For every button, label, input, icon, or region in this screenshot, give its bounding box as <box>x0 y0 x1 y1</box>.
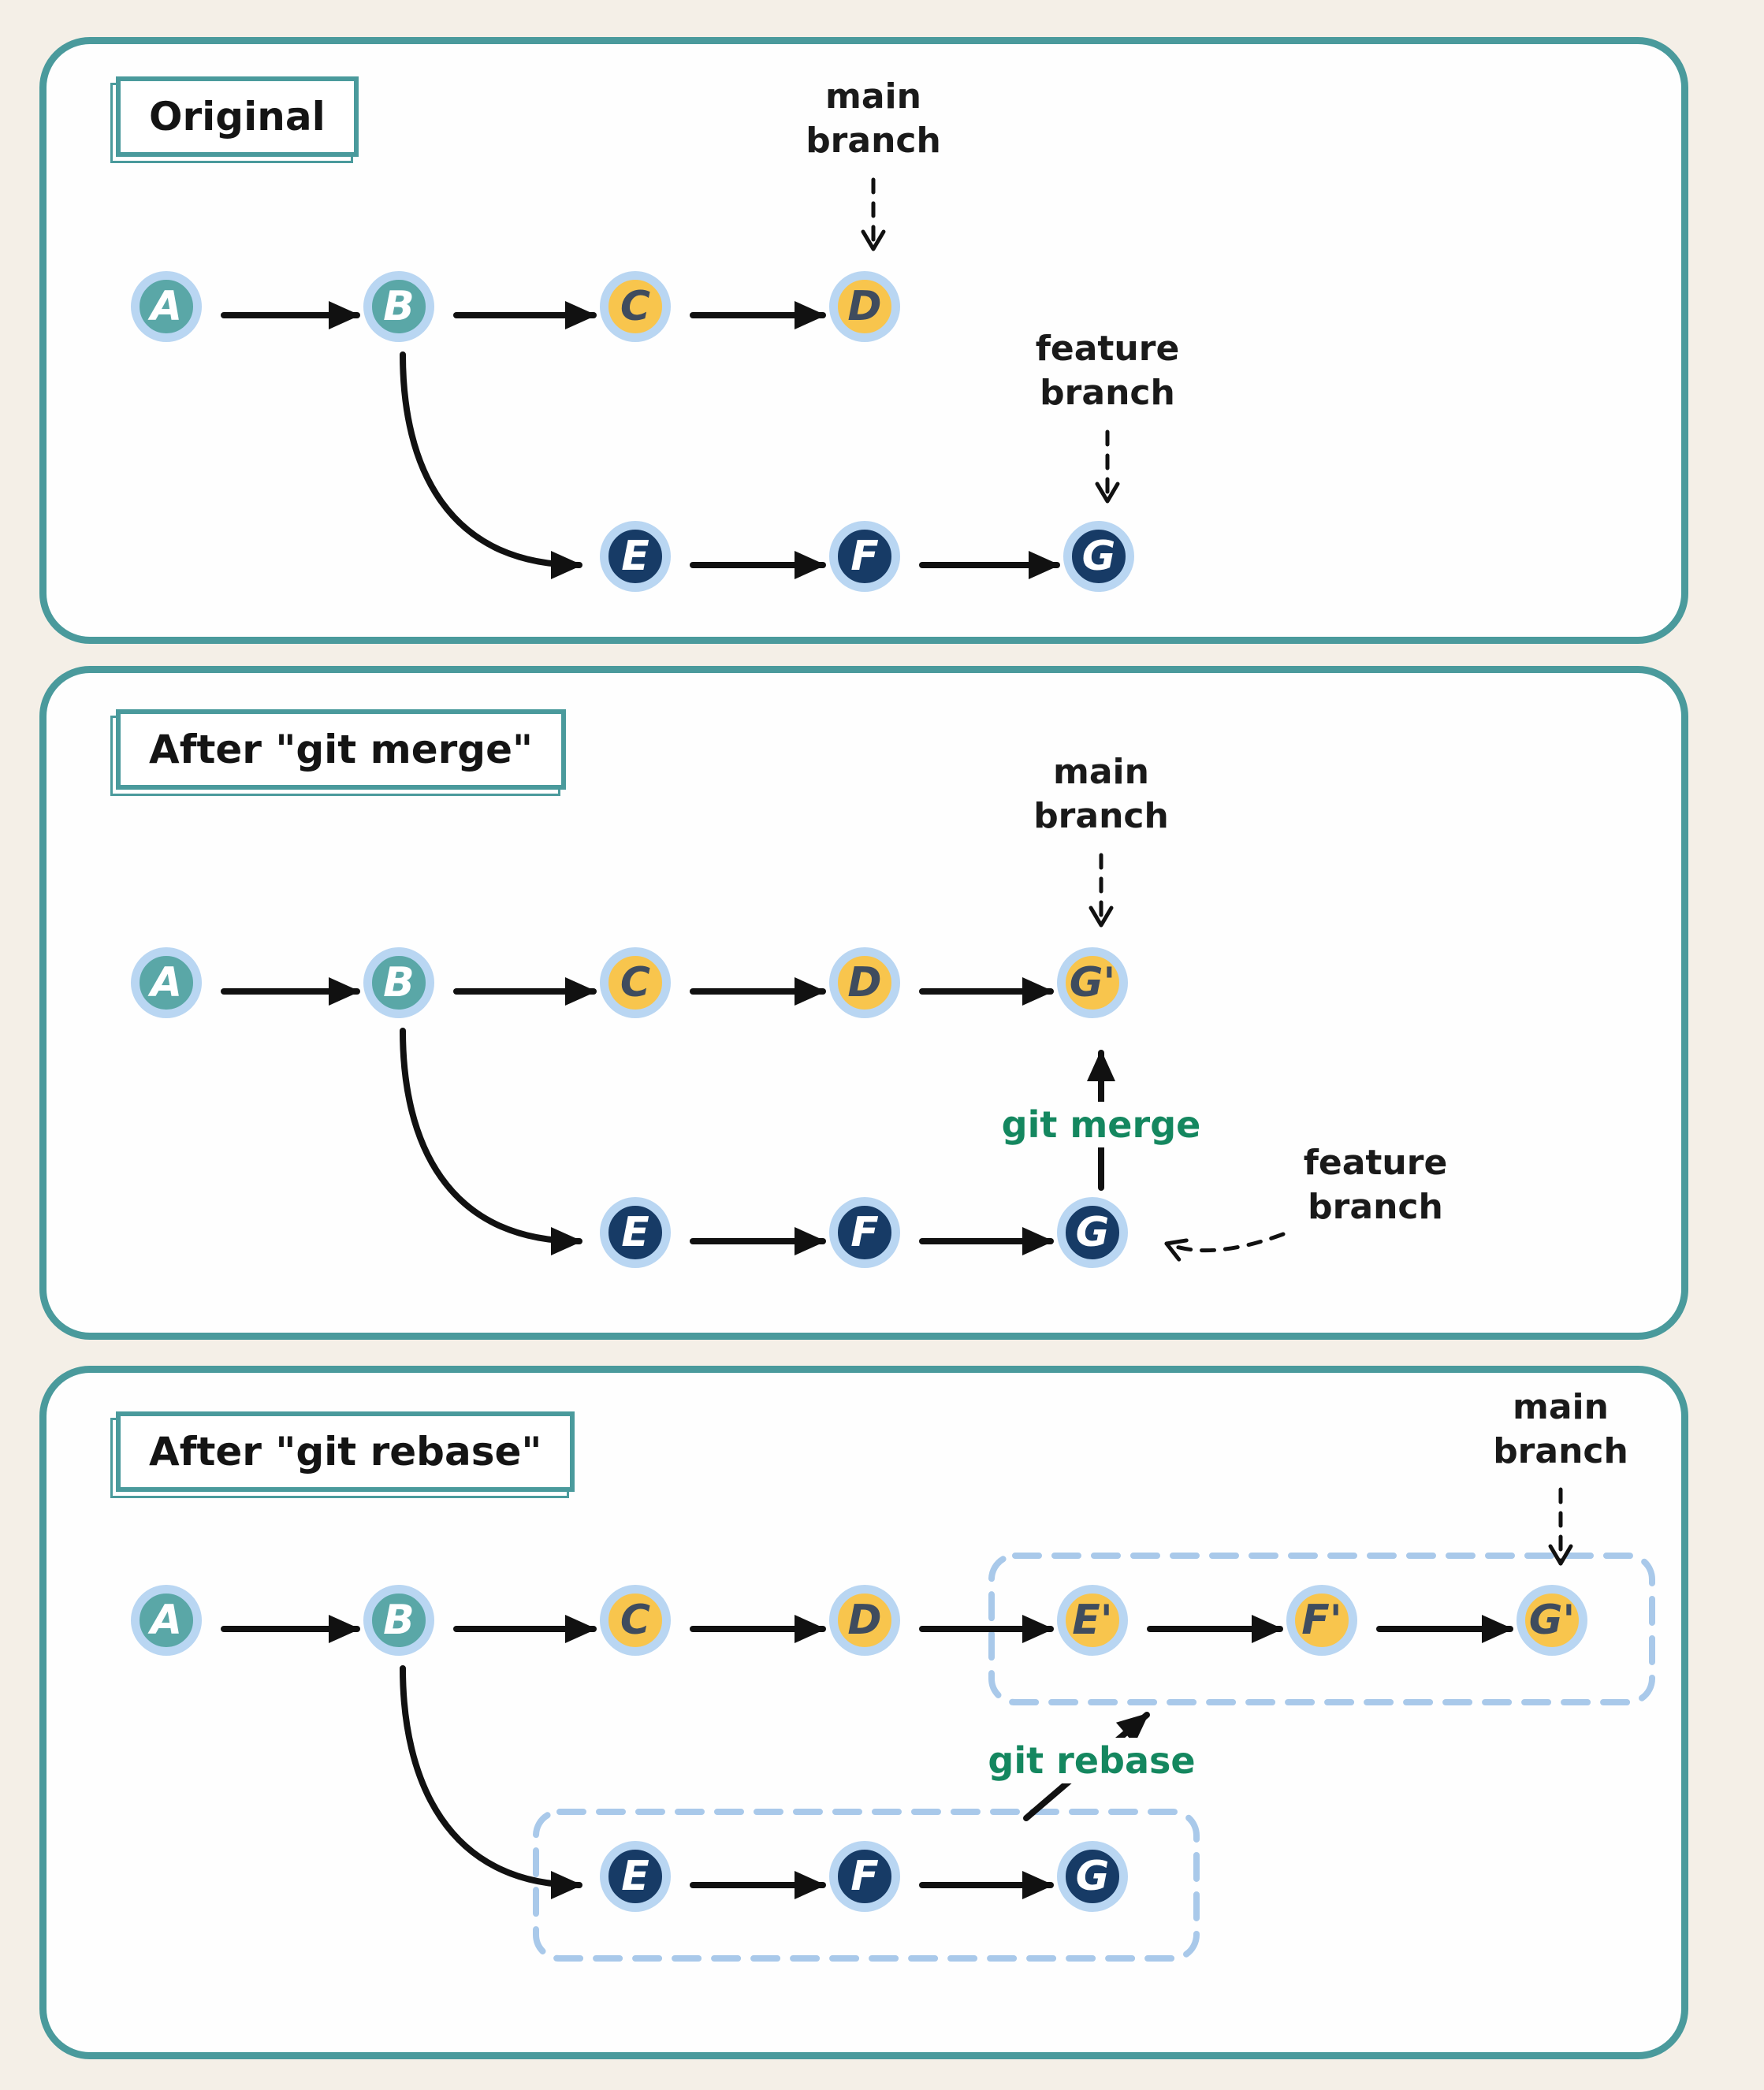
merge-commit-g: G <box>1057 1197 1128 1268</box>
merge-commit-f: F <box>829 1197 900 1268</box>
original-commit-a: A <box>131 271 202 342</box>
feature-branch-label-line2: branch <box>1040 373 1175 414</box>
main-branch-label-line1: main <box>1053 752 1149 792</box>
merge-commit-c: C <box>600 947 671 1018</box>
main-branch-label-line2: branch <box>806 121 941 162</box>
feature-branch-label-line2: branch <box>1308 1187 1443 1228</box>
feature-branch-label-line1: feature <box>1303 1143 1448 1183</box>
feature-branch-label: feature branch <box>1036 327 1180 416</box>
main-branch-label: main branch <box>1033 750 1169 839</box>
main-branch-label: main branch <box>806 75 941 164</box>
git-rebase-label: git rebase <box>977 1738 1207 1783</box>
original-commit-d: D <box>829 271 900 342</box>
rebase-commit-c: C <box>600 1585 671 1656</box>
rebase-commit-g-prime: G' <box>1517 1585 1587 1656</box>
original-commit-b: B <box>363 271 434 342</box>
original-commit-g: G <box>1063 521 1134 592</box>
original-commit-e: E <box>600 521 671 592</box>
main-branch-label: main branch <box>1493 1385 1628 1475</box>
git-merge-label: git merge <box>990 1102 1212 1147</box>
rebase-commit-f-prime: F' <box>1286 1585 1357 1656</box>
rebase-commit-d: D <box>829 1585 900 1656</box>
original-commit-c: C <box>600 271 671 342</box>
panel-title-after-git-merge: After "git merge" <box>116 709 567 790</box>
rebase-commit-e: E <box>600 1841 671 1912</box>
original-commit-f: F <box>829 521 900 592</box>
merge-commit-d: D <box>829 947 900 1018</box>
rebase-commit-a: A <box>131 1585 202 1656</box>
main-branch-label-line2: branch <box>1493 1431 1628 1472</box>
merge-commit-g-prime: G' <box>1057 947 1128 1018</box>
panel-title-after-git-rebase: After "git rebase" <box>116 1411 575 1492</box>
merge-commit-e: E <box>600 1197 671 1268</box>
rebase-commit-f: F <box>829 1841 900 1912</box>
rebase-commit-e-prime: E' <box>1057 1585 1128 1656</box>
main-branch-label-line2: branch <box>1033 796 1169 837</box>
rebase-commit-g: G <box>1057 1841 1128 1912</box>
merge-commit-b: B <box>363 947 434 1018</box>
main-branch-label-line1: main <box>1513 1387 1609 1427</box>
main-branch-label-line1: main <box>825 76 921 117</box>
merge-commit-a: A <box>131 947 202 1018</box>
feature-branch-label-line1: feature <box>1035 329 1180 369</box>
feature-branch-label: feature branch <box>1304 1141 1448 1230</box>
panel-title-original: Original <box>116 76 359 157</box>
rebase-commit-b: B <box>363 1585 434 1656</box>
